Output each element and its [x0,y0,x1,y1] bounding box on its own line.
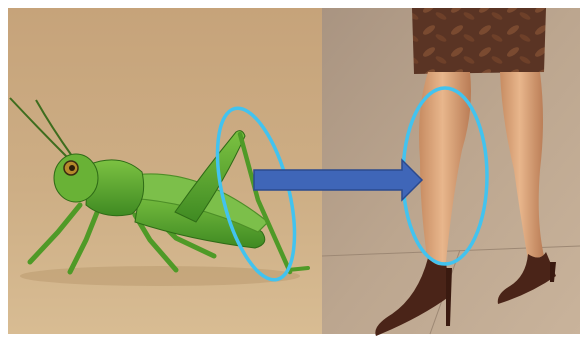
head [54,154,98,202]
skirt [412,8,546,74]
eye-pupil [69,165,75,171]
hind-foot [288,268,308,270]
floor-shadow [20,266,300,286]
